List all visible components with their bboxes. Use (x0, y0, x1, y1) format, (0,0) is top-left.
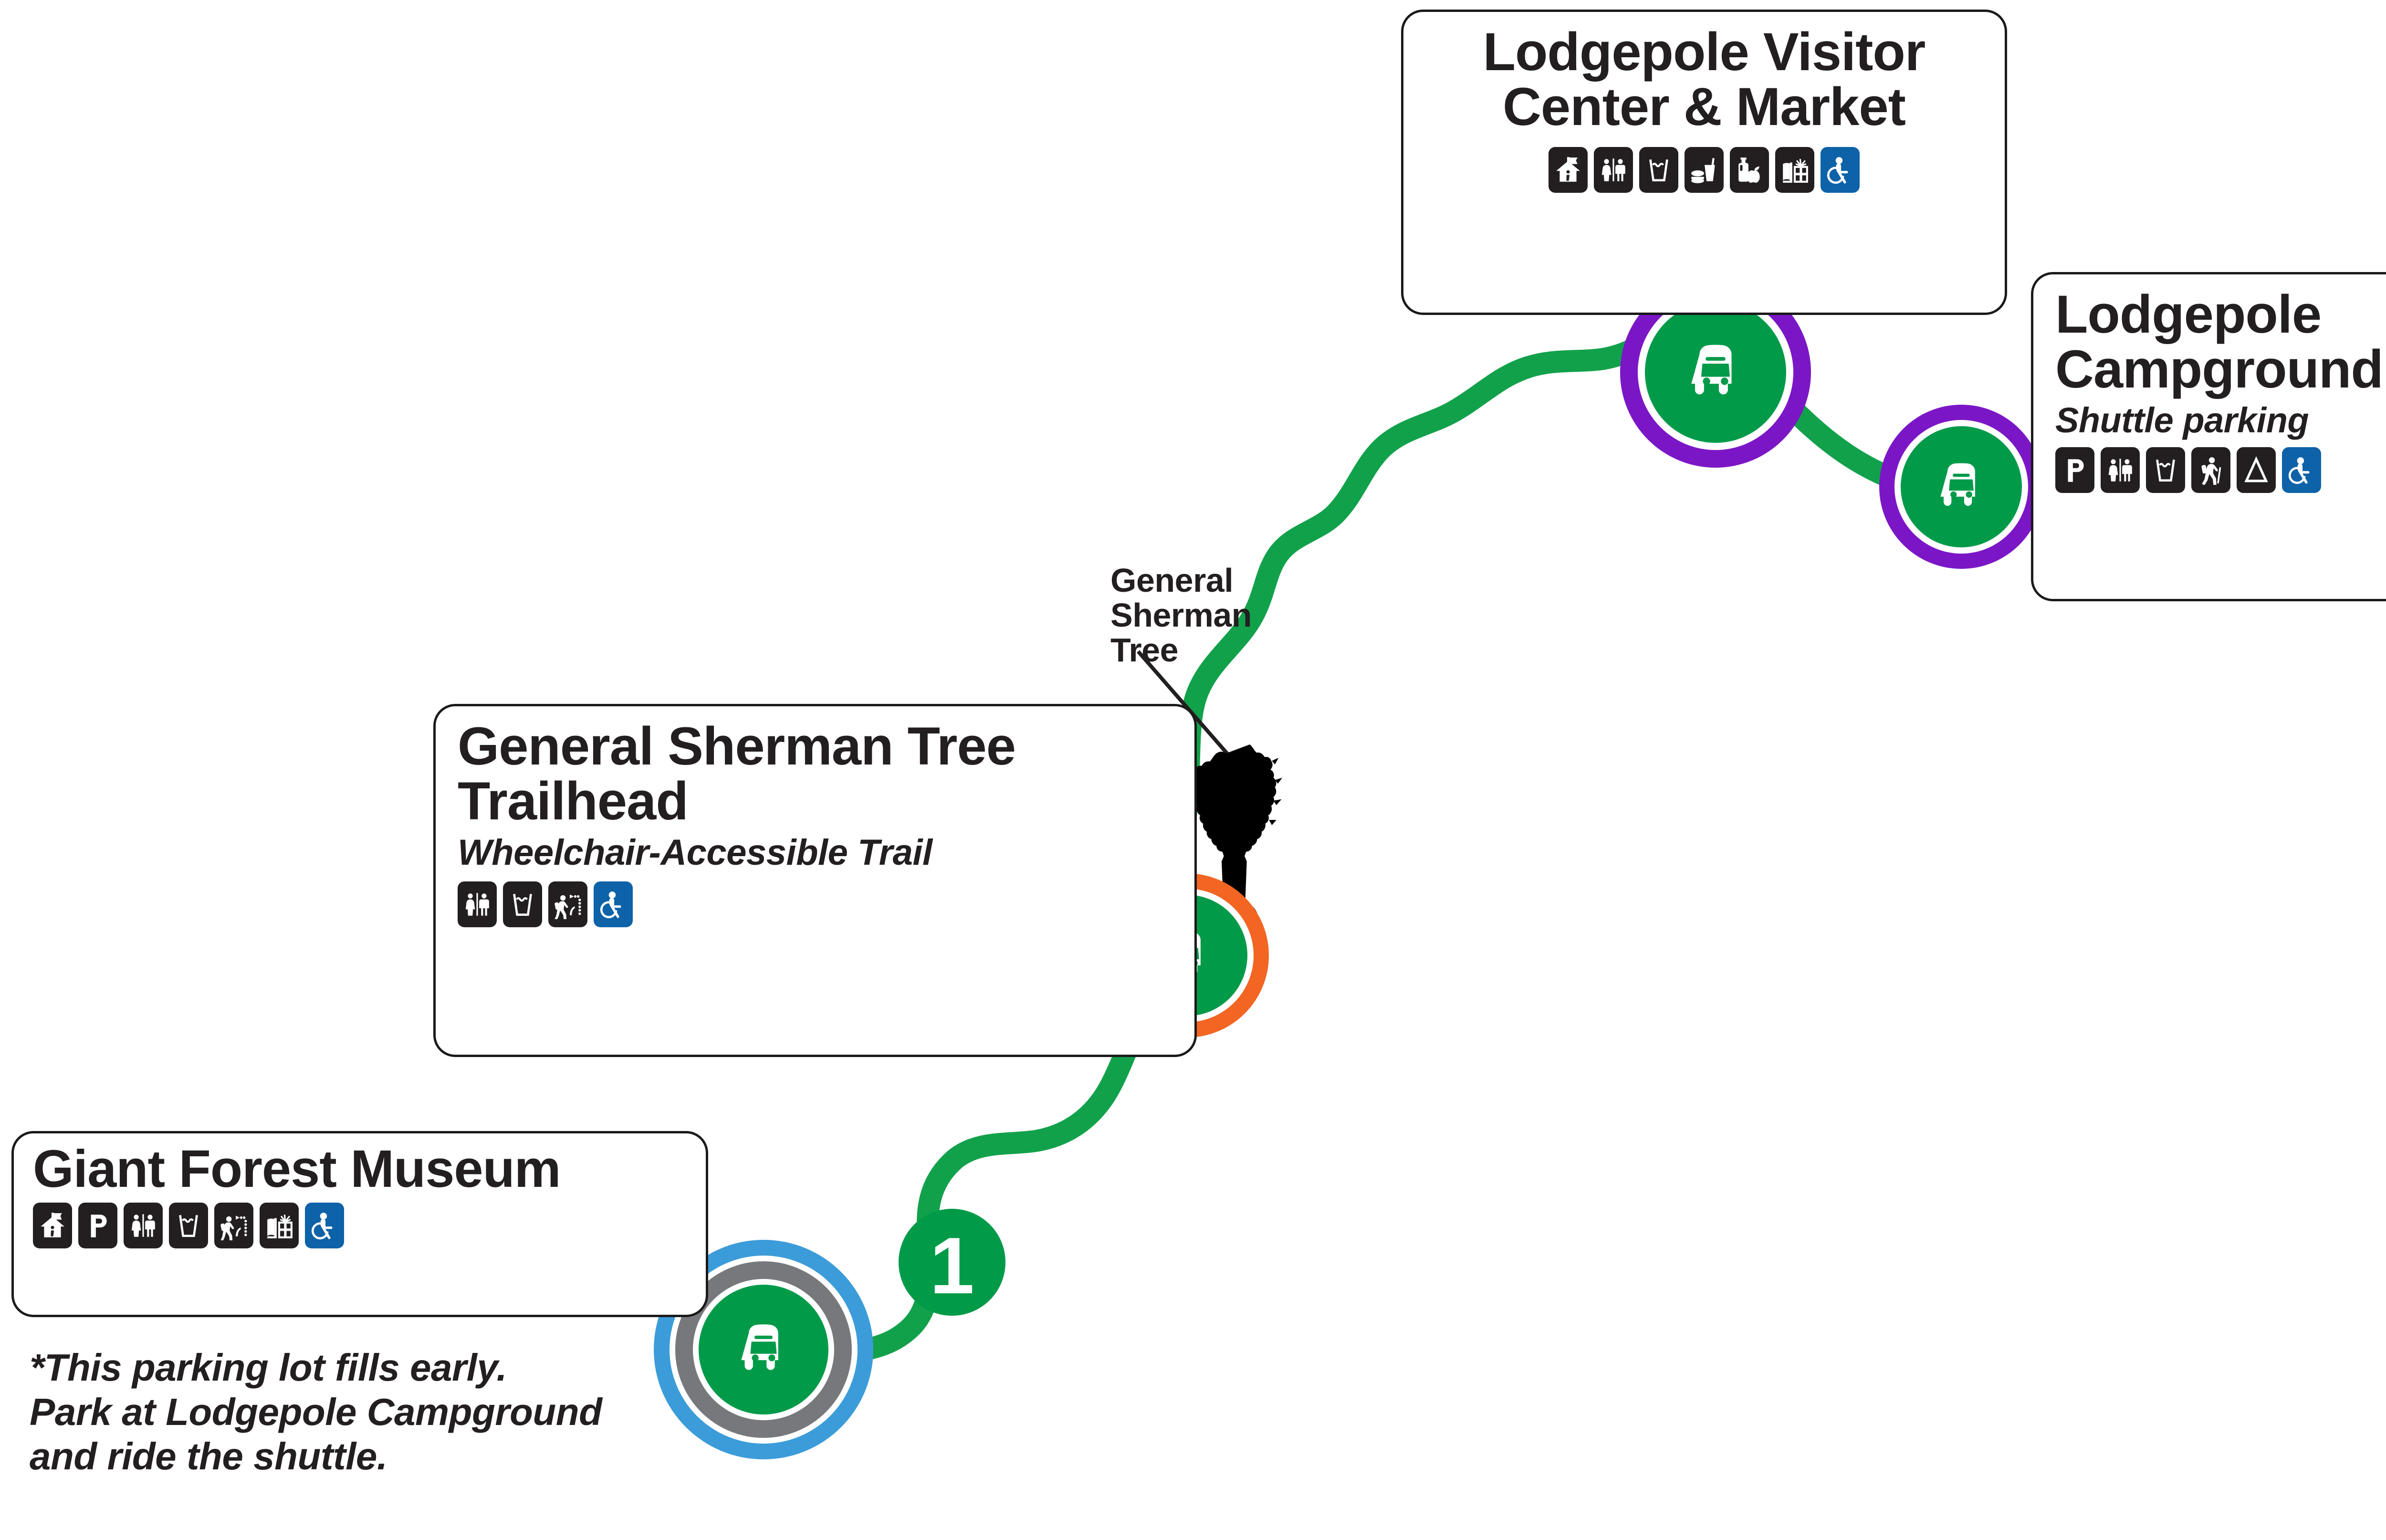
trailhead-icon (214, 1203, 253, 1249)
callout-title: Lodgepole Campground (2055, 284, 2384, 399)
callout-lodgepole-campground[interactable]: Lodgepole Campground Shuttle parking (2031, 272, 2386, 601)
stop-marker-giant-forest-museum[interactable] (654, 1240, 873, 1459)
callout-subtitle: Wheelchair-Accessible Trail (458, 832, 932, 873)
accessible-icon (305, 1203, 344, 1249)
parking-icon (78, 1203, 117, 1249)
amenity-row (2055, 447, 2386, 493)
trailhead-icon (548, 881, 587, 927)
sequoia-tree-icon (1193, 744, 1283, 913)
groceries-icon (1730, 147, 1769, 193)
callout-title: Lodgepole Visitor Center & Market (1483, 22, 1926, 137)
restrooms-icon (458, 881, 497, 927)
callout-title: Giant Forest Museum (33, 1140, 561, 1198)
hiking-icon (2191, 447, 2230, 493)
visitor-center-icon (33, 1203, 72, 1249)
callout-lodgepole-visitor-center[interactable]: Lodgepole Visitor Center & Market (1401, 10, 2007, 315)
restrooms-icon (124, 1203, 163, 1249)
visitor-center-icon (1549, 147, 1588, 193)
drinking-water-icon (1639, 147, 1678, 193)
callout-title: General Sherman Tree Trailhead (458, 716, 1016, 831)
route-number-badge[interactable]: 1 (899, 1209, 1005, 1316)
campground-icon (2237, 447, 2276, 493)
accessible-icon (2282, 447, 2321, 493)
route-line-path (753, 948, 1192, 1364)
amenity-row (1425, 147, 1983, 193)
stop-marker-lodgepole-visitor-center[interactable] (1620, 277, 1811, 468)
callout-giant-forest-museum[interactable]: Giant Forest Museum (11, 1131, 708, 1317)
parking-footnote: *This parking lot fills early. Park at L… (30, 1346, 602, 1477)
accessible-icon (594, 881, 633, 927)
callout-subtitle: Shuttle parking (2055, 400, 2309, 440)
restrooms-icon (1594, 147, 1633, 193)
drinking-water-icon (2146, 447, 2185, 493)
route-number-label: 1 (930, 1221, 974, 1310)
drinking-water-icon (169, 1203, 208, 1249)
accessible-icon (1821, 147, 1860, 193)
restrooms-icon (2101, 447, 2140, 493)
parking-icon (2055, 447, 2094, 493)
stop-marker-lodgepole-campground[interactable] (1879, 405, 2043, 569)
callout-general-sherman-tree-trailhead[interactable]: General Sherman Tree Trailhead Wheelchai… (433, 704, 1197, 1057)
amenity-row (33, 1203, 687, 1249)
poi-label-general-sherman-tree: General Sherman Tree (1110, 562, 1252, 669)
amenity-row (458, 881, 1172, 927)
gift-shop-icon (1775, 147, 1814, 193)
gift-shop-icon (260, 1203, 299, 1249)
drinking-water-icon (503, 881, 542, 927)
route-line-path-upper (1170, 329, 1660, 899)
food-service-icon (1685, 147, 1724, 193)
